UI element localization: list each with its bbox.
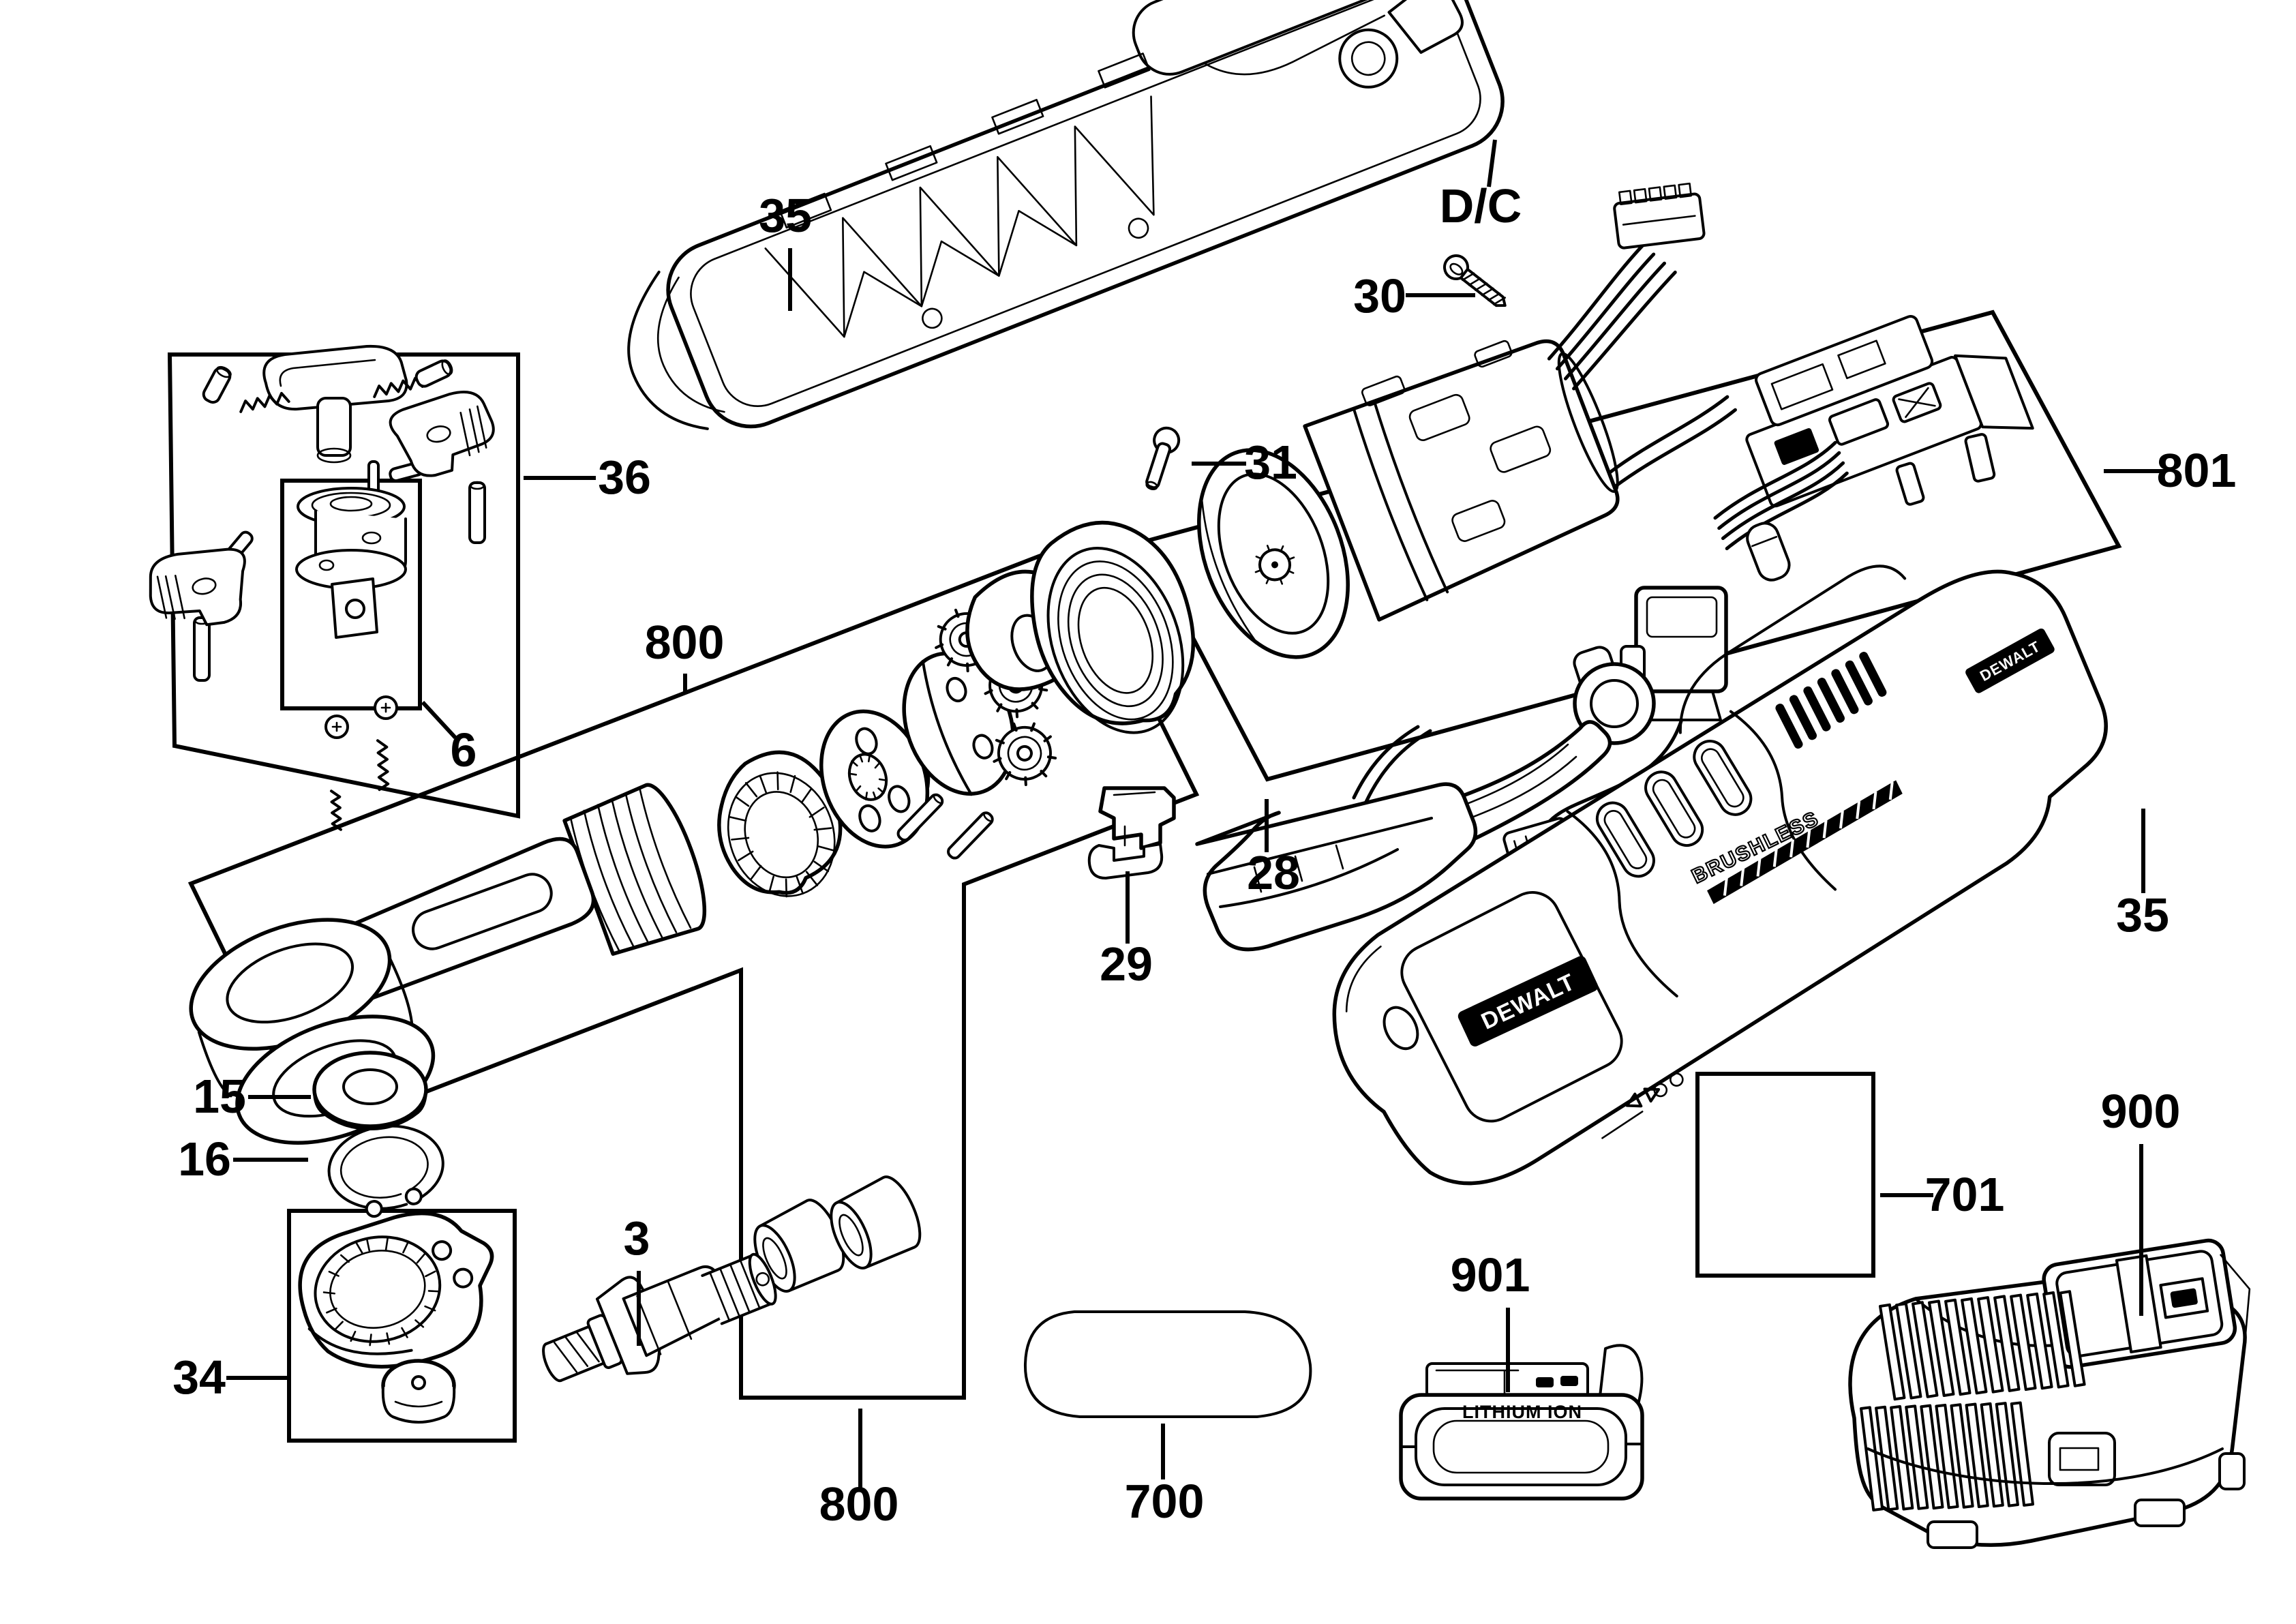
pin-icon xyxy=(414,359,453,388)
lithium-ion-text: LITHIUM ION xyxy=(1462,1402,1582,1422)
callout-801: 801 xyxy=(2104,444,2236,497)
part-battery-pack: LITHIUM ION xyxy=(1399,1344,1644,1501)
callout-number-34: 34 xyxy=(172,1351,226,1404)
spring-icon xyxy=(239,391,290,413)
callout-901: 901 xyxy=(1451,1248,1530,1392)
callout-number-16: 16 xyxy=(178,1132,231,1186)
part-screw-30 xyxy=(1443,254,1507,307)
callout-35-right: 35 xyxy=(2116,809,2169,942)
part-contact-clip xyxy=(1087,786,1176,879)
callout-leader-line xyxy=(1487,139,1497,187)
callout-number-36: 36 xyxy=(598,451,651,504)
part-retaining-ring xyxy=(327,1124,444,1218)
callout-number-30: 30 xyxy=(1353,269,1406,322)
callout-number-800-bottom: 800 xyxy=(819,1477,899,1531)
part-motor-assembly xyxy=(1197,182,1737,659)
part-electronics-module xyxy=(1713,315,2034,582)
box-group-34 xyxy=(287,1209,517,1443)
part-charger xyxy=(1848,1238,2251,1549)
part-pawl xyxy=(389,391,495,477)
callout-15: 15 xyxy=(193,1070,311,1123)
part-housing-half-inner xyxy=(627,0,1505,430)
part-anvil-assembly xyxy=(295,460,407,639)
callout-number-801: 801 xyxy=(2157,444,2237,497)
spring-icon xyxy=(330,790,342,831)
callout-number-3: 3 xyxy=(624,1212,650,1265)
callout-31: 31 xyxy=(1192,436,1297,489)
part-washer xyxy=(312,1051,428,1130)
vent-slats xyxy=(1775,652,1887,749)
callout-700: 700 xyxy=(1125,1424,1205,1528)
callout-dc: D/C xyxy=(1440,139,1522,232)
callout-number-800-mid: 800 xyxy=(645,616,725,669)
callout-labels: 35 D/C 30 36 6 800 31 28 29 801 35 701 900 901 700 800 1… xyxy=(172,139,2236,1531)
callout-900: 900 xyxy=(2101,1085,2181,1316)
spring-icon xyxy=(373,376,424,398)
callout-28: 28 xyxy=(1247,799,1300,899)
callout-number-701: 701 xyxy=(1925,1168,2005,1221)
callout-800-bottom: 800 xyxy=(819,1409,899,1531)
part-head-housing-kit xyxy=(298,1211,494,1424)
part-planet-gear xyxy=(993,722,1057,787)
callout-number-dc: D/C xyxy=(1440,179,1522,232)
callout-number-700: 700 xyxy=(1125,1475,1205,1528)
callout-30: 30 xyxy=(1353,269,1475,322)
callout-number-901: 901 xyxy=(1451,1248,1530,1302)
pin-icon xyxy=(947,811,994,860)
part-planet-carrier xyxy=(902,651,1016,796)
callout-16: 16 xyxy=(178,1132,308,1186)
callout-number-31: 31 xyxy=(1244,436,1297,489)
callout-number-35-right: 35 xyxy=(2116,888,2169,942)
part-threaded-barrel xyxy=(562,783,707,956)
ball-icon xyxy=(374,695,398,720)
callout-leader-line xyxy=(421,700,457,740)
ball-icon xyxy=(324,715,349,739)
part-output-shaft xyxy=(542,1252,777,1383)
pin-icon xyxy=(468,481,486,544)
callout-number-15: 15 xyxy=(193,1070,246,1123)
callout-29: 29 xyxy=(1100,871,1153,991)
part-ring-nut xyxy=(1030,520,1196,734)
charger-fins-front xyxy=(1860,1401,2034,1512)
box-label-701-square xyxy=(1695,1072,1875,1278)
part-housing-set-outer: DEWALT BRUSHLESS DEWALT xyxy=(1332,565,2108,1186)
pin-icon xyxy=(193,616,211,682)
callout-800-mid: 800 xyxy=(645,616,725,692)
callout-34: 34 xyxy=(172,1351,289,1404)
part-sleeve xyxy=(753,1199,845,1293)
charger-fins-top xyxy=(1879,1290,2086,1401)
part-pawl xyxy=(149,547,246,627)
part-sleeve xyxy=(830,1175,922,1269)
callout-36: 36 xyxy=(524,451,651,504)
part-clutch-disc xyxy=(819,709,931,849)
box-group-36 xyxy=(167,352,520,819)
part-spline-ring xyxy=(717,750,843,898)
part-lever-boat xyxy=(1195,725,1478,952)
part-pin-31 xyxy=(1145,426,1181,490)
pin-icon xyxy=(202,365,232,404)
callout-35-top: 35 xyxy=(759,189,812,311)
callout-number-29: 29 xyxy=(1100,937,1153,991)
part-selector-knob-set xyxy=(149,344,495,831)
callout-701: 701 xyxy=(1880,1168,2004,1221)
callout-number-900: 900 xyxy=(2101,1085,2181,1138)
callout-6: 6 xyxy=(421,700,477,777)
callout-number-35-top: 35 xyxy=(759,189,812,242)
part-grease-pouch xyxy=(1023,1310,1312,1418)
spring-icon xyxy=(376,739,390,792)
callout-number-6: 6 xyxy=(451,723,477,777)
pin-icon xyxy=(896,793,944,842)
callout-number-28: 28 xyxy=(1247,846,1300,899)
callout-3: 3 xyxy=(624,1212,650,1346)
